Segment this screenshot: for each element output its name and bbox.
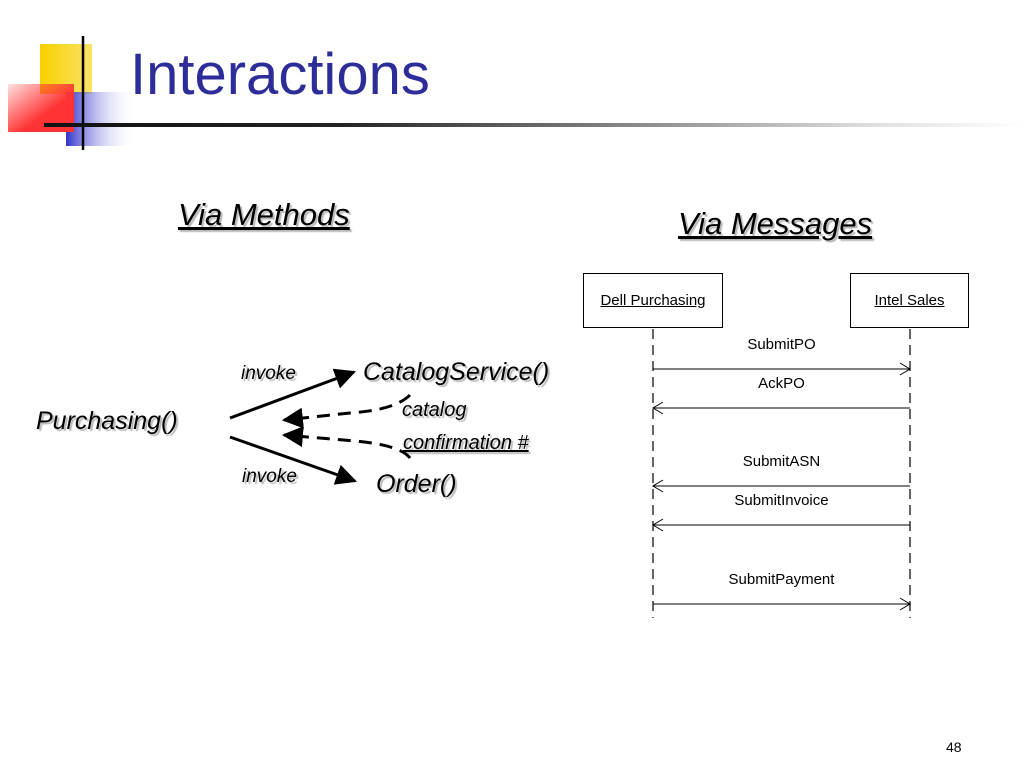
via-messages-heading: Via Messages bbox=[678, 206, 873, 241]
message-arrowhead-2 bbox=[652, 401, 664, 415]
target-catalog-service: CatalogService() bbox=[363, 358, 550, 386]
invoke-arrow-top bbox=[229, 368, 356, 420]
slide-title: Interactions bbox=[130, 42, 430, 107]
title-rule bbox=[44, 123, 1024, 127]
return-arrow-confirmation bbox=[281, 426, 412, 460]
message-arrowhead-1 bbox=[899, 362, 911, 376]
return-label-catalog: catalog bbox=[402, 399, 467, 421]
message-label-5: SubmitPayment bbox=[728, 571, 835, 588]
invoke-label-bottom: invoke bbox=[242, 466, 297, 487]
return-label-confirmation: confirmation # bbox=[403, 432, 529, 454]
invoke-arrow-bottom bbox=[229, 435, 357, 485]
invoke-label-top: invoke bbox=[241, 363, 296, 384]
message-arrowhead-4 bbox=[652, 518, 664, 532]
message-label-1: SubmitPO bbox=[747, 336, 816, 353]
message-label-3: SubmitASN bbox=[742, 453, 821, 470]
message-label-2: AckPO bbox=[758, 375, 805, 392]
via-methods-heading: Via Methods bbox=[178, 197, 350, 232]
page-number: 48 bbox=[946, 739, 962, 755]
lifeline-intel-sales: Intel Sales bbox=[850, 273, 969, 328]
lifeline-dell-purchasing: Dell Purchasing bbox=[583, 273, 723, 328]
return-arrow-catalog bbox=[281, 393, 412, 429]
message-arrowhead-5 bbox=[899, 597, 911, 611]
caller-purchasing: Purchasing() bbox=[36, 407, 178, 435]
logo-blue-square bbox=[66, 92, 136, 146]
message-label-4: SubmitInvoice bbox=[734, 492, 829, 509]
slide-logo bbox=[8, 36, 136, 150]
message-arrowhead-3 bbox=[652, 479, 664, 493]
target-order: Order() bbox=[376, 470, 457, 498]
